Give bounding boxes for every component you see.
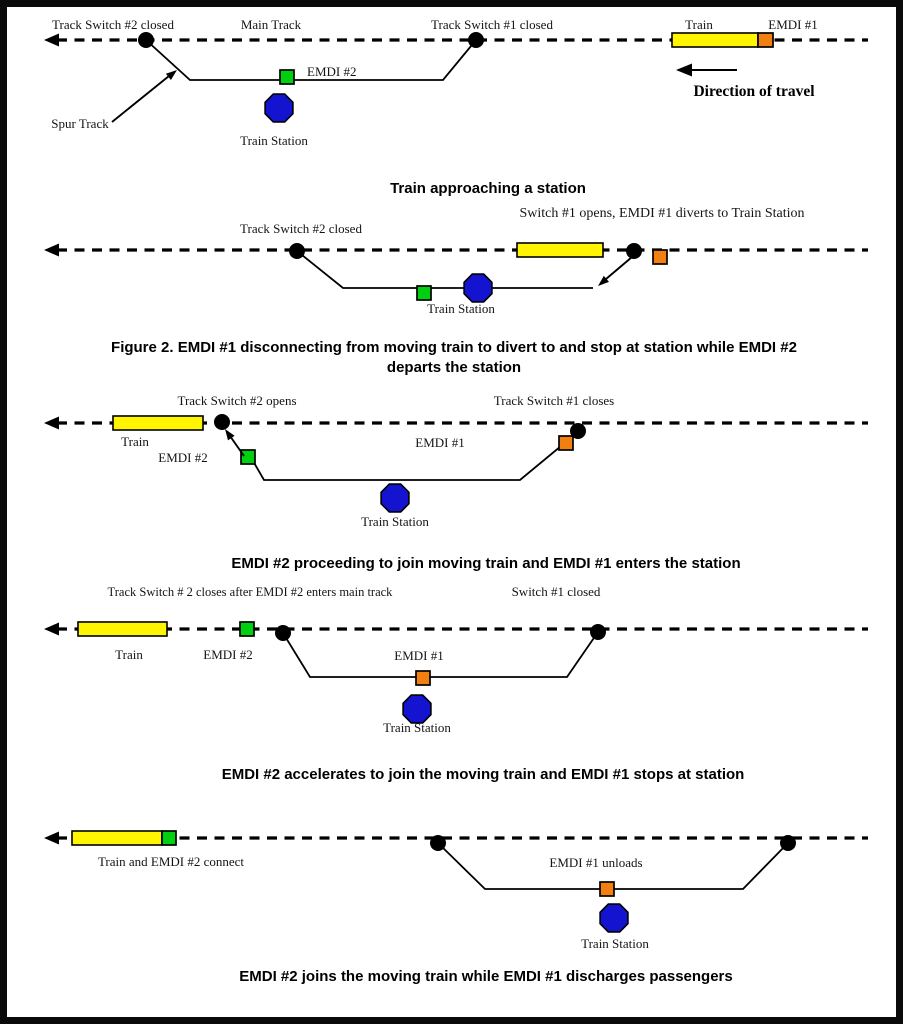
emdi2-square-connected	[161, 830, 177, 846]
train-label: Train	[685, 17, 713, 32]
figure-2-diagram: Track Switch #2 closed Main Track Track …	[44, 17, 868, 985]
track-switch-1-label: Switch #1 closed	[512, 584, 601, 599]
track-left-arrow-icon	[44, 416, 59, 430]
spur-pointer-arrowhead-icon	[165, 70, 177, 80]
panel-4-emdi2-accelerates: Track Switch # 2 closes after EMDI #2 en…	[44, 584, 868, 783]
emdi1-unloads-label: EMDI #1 unloads	[549, 855, 642, 870]
spur-track-line	[282, 631, 599, 678]
track-switch-1-label: Track Switch #1 closes	[494, 393, 615, 408]
train-rect	[112, 415, 204, 431]
emdi2-label: EMDI #2	[307, 64, 356, 79]
track-switch-1-dot	[468, 32, 484, 48]
join-arrow-line	[229, 435, 245, 457]
emdi1-label: EMDI #1	[394, 648, 443, 663]
train-station-octagon	[264, 93, 294, 123]
switch1-opens-note: Switch #1 opens, EMDI #1 diverts to Trai…	[519, 206, 804, 221]
train-station-octagon	[463, 273, 493, 303]
panel-4-caption: EMDI #2 accelerates to join the moving t…	[222, 766, 745, 783]
emdi1-square	[558, 435, 574, 451]
panel-1-caption: Train approaching a station	[390, 180, 586, 197]
emdi2-square	[240, 449, 256, 465]
train-connect-label: Train and EMDI #2 connect	[98, 854, 244, 869]
track-switch-2-label: Track Switch #2 closed	[52, 17, 174, 32]
train-rect	[71, 830, 163, 846]
main-track-label: Main Track	[241, 17, 302, 32]
emdi1-square	[415, 670, 431, 686]
track-switch-1-dot	[590, 624, 606, 640]
emdi2-label: EMDI #2	[203, 647, 252, 662]
spur-track-label: Spur Track	[51, 116, 109, 131]
emdi2-square	[279, 69, 295, 85]
emdi1-label: EMDI #1	[415, 435, 464, 450]
spur-track-line	[145, 39, 477, 81]
panel-3-caption: EMDI #2 proceeding to join moving train …	[231, 555, 740, 572]
spur-pointer-line	[111, 75, 170, 123]
track-switch-2-dot	[275, 625, 291, 641]
figure-caption-line2: departs the station	[387, 359, 521, 376]
emdi2-label: EMDI #2	[158, 450, 207, 465]
track-switch-2-dot	[289, 243, 305, 259]
panel-5-caption: EMDI #2 joins the moving train while EMD…	[239, 968, 732, 985]
divert-arrow-line	[605, 256, 633, 280]
panel-2-emdi1-diverts: Switch #1 opens, EMDI #1 diverts to Trai…	[44, 206, 868, 376]
track-left-arrow-icon	[44, 243, 59, 257]
track-switch-2-dot	[214, 414, 230, 430]
panel-5-emdi2-joins: Train and EMDI #2 connect EMDI #1 unload…	[44, 830, 868, 985]
track-switch-2-dot	[138, 32, 154, 48]
track-switch-1-dot	[570, 423, 586, 439]
direction-of-travel-label: Direction of travel	[693, 83, 815, 100]
panel-1-train-approaching: Track Switch #2 closed Main Track Track …	[44, 17, 868, 197]
track-switch-1-label: Track Switch #1 closed	[431, 17, 553, 32]
train-rect	[77, 621, 168, 637]
panel-3-emdi2-proceeding: Track Switch #2 opens Track Switch #1 cl…	[44, 393, 868, 572]
train-station-octagon	[599, 903, 629, 933]
track-left-arrow-icon	[44, 622, 59, 636]
spur-track-line	[252, 431, 579, 481]
train-station-octagon	[402, 694, 432, 724]
track-switch-1-dot	[780, 835, 796, 851]
train-label: Train	[121, 434, 149, 449]
train-station-label: Train Station	[240, 133, 308, 148]
track-left-arrow-icon	[44, 33, 59, 47]
track-switch-2-label: Track Switch # 2 closes after EMDI #2 en…	[108, 585, 394, 599]
track-switch-1-dot	[626, 243, 642, 259]
train-station-octagon	[380, 483, 410, 513]
figure-caption-line1: Figure 2. EMDI #1 disconnecting from mov…	[111, 339, 797, 356]
track-switch-2-dot	[430, 835, 446, 851]
direction-arrowhead-icon	[676, 63, 692, 77]
train-station-label: Train Station	[383, 720, 451, 735]
emdi1-square	[652, 249, 668, 265]
emdi1-square	[599, 881, 615, 897]
train-station-label: Train Station	[427, 301, 495, 316]
train-label: Train	[115, 647, 143, 662]
spur-track-line	[296, 250, 593, 289]
train-rect	[516, 242, 604, 258]
emdi2-square	[239, 621, 255, 637]
train-station-label: Train Station	[361, 514, 429, 529]
train-station-label: Train Station	[581, 936, 649, 951]
track-switch-2-label: Track Switch #2 closed	[240, 221, 362, 236]
join-arrowhead-icon	[225, 429, 235, 441]
track-switch-2-label: Track Switch #2 opens	[177, 393, 296, 408]
emdi1-label: EMDI #1	[768, 17, 817, 32]
emdi1-square	[757, 32, 774, 48]
emdi2-square	[416, 285, 432, 301]
train-rect	[671, 32, 759, 48]
divert-arrowhead-icon	[598, 275, 609, 286]
track-left-arrow-icon	[44, 831, 59, 845]
